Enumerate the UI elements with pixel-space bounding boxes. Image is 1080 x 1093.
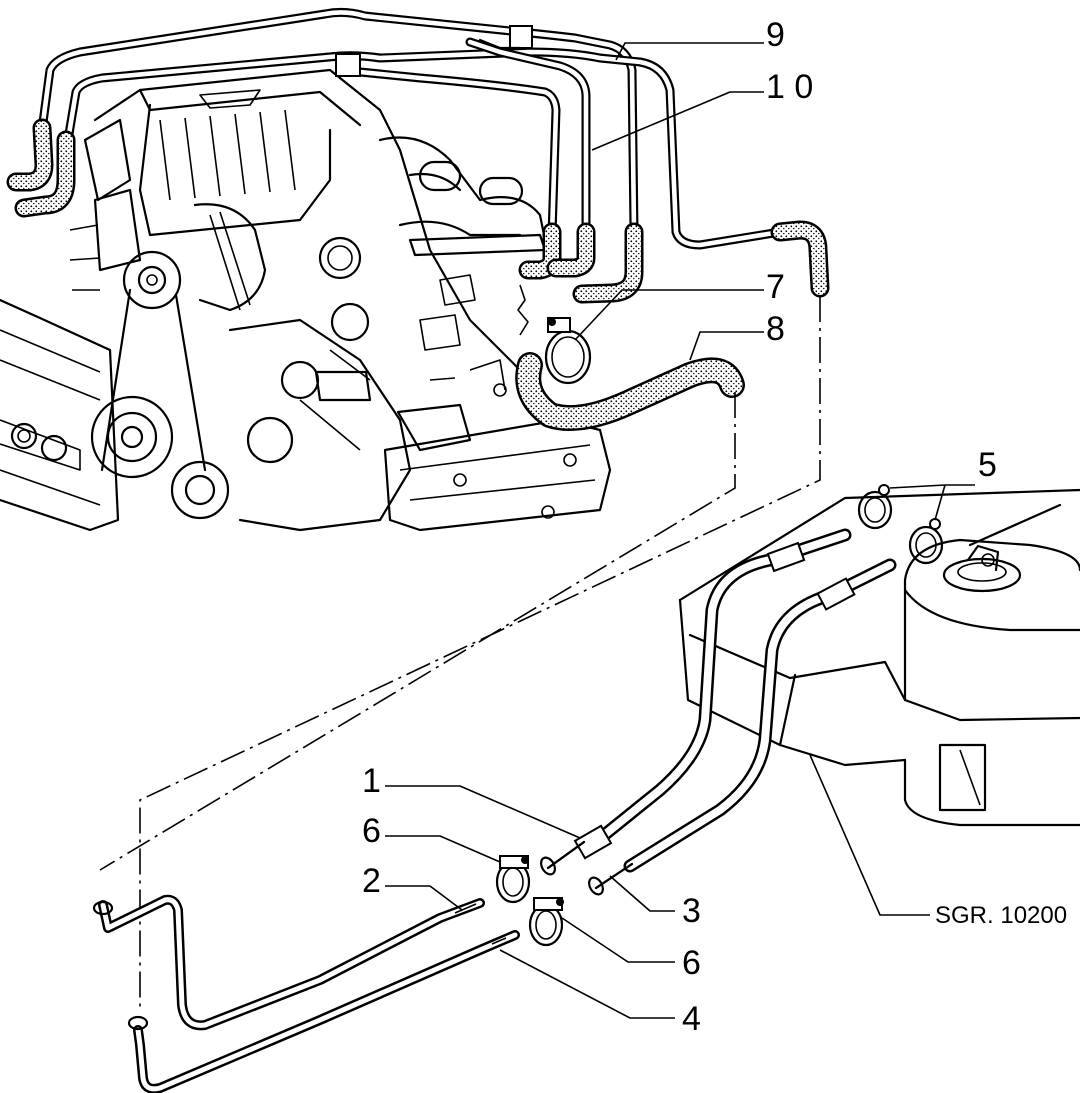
hose-clamp-7 <box>544 317 592 385</box>
callout-6-lower: 6 <box>682 944 701 982</box>
callout-1: 1 <box>362 762 381 800</box>
callout-10: 1 0 <box>766 68 813 106</box>
engine-block <box>0 68 612 532</box>
leader-lines <box>385 42 975 1019</box>
callout-9: 9 <box>766 16 785 54</box>
fuel-pipe-4 <box>127 930 520 1093</box>
fuel-line-1 <box>540 528 852 876</box>
pipe-clip <box>335 25 533 77</box>
hose-clamp-5 <box>857 484 944 565</box>
fuel-tank <box>678 488 1080 827</box>
callout-5: 5 <box>978 446 997 484</box>
callout-3: 3 <box>682 892 701 930</box>
callout-8: 8 <box>766 310 785 348</box>
rubber-hose-connectors <box>6 118 830 304</box>
fuel-pipe-2 <box>92 894 485 1031</box>
reference-code: SGR. 10200 <box>935 902 1067 929</box>
vapor-pipe-10 <box>335 37 591 240</box>
callout-7: 7 <box>766 268 785 306</box>
callout-6-upper: 6 <box>362 812 381 850</box>
fuel-line-3 <box>588 558 897 896</box>
callout-2: 2 <box>362 862 381 900</box>
hose-clamp-6 <box>495 855 564 947</box>
fuel-line-fittings <box>766 541 856 611</box>
hose-8 <box>515 352 745 432</box>
callout-labels: 9 1 0 7 8 5 1 6 2 3 6 4 SGR. 10200 <box>362 16 1067 1038</box>
callout-4: 4 <box>682 1000 701 1038</box>
vapor-pipe-9 <box>37 7 785 250</box>
connection-reference-lines <box>99 296 821 1010</box>
